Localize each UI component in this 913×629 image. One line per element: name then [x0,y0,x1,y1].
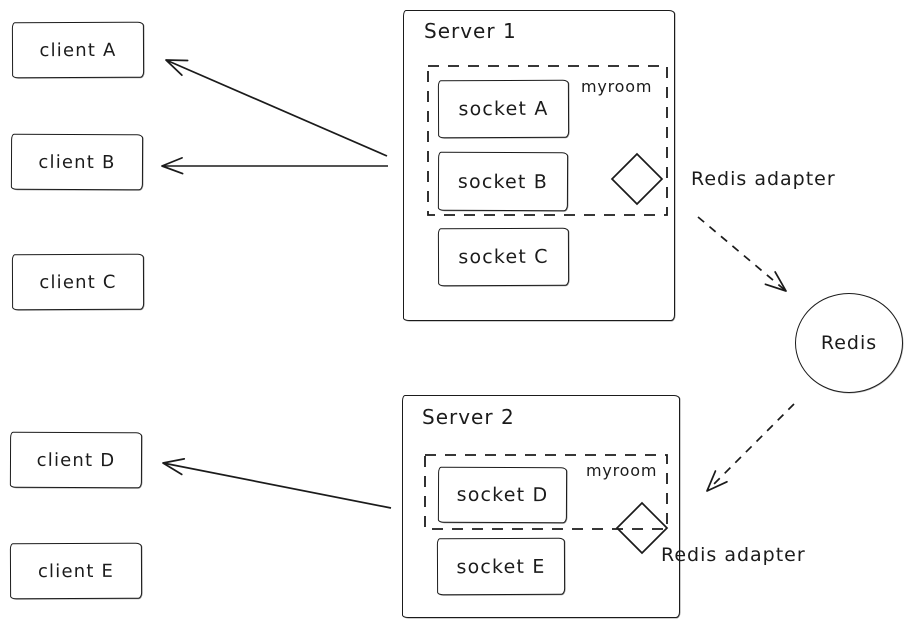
client-e-label: client E [37,560,115,582]
server1-title: Server 1 [424,19,517,43]
client-b-box: client B [10,133,144,191]
socket-d-box: socket D [437,466,568,524]
arrow-server1-to-client-a [165,59,388,157]
dashed-arrow-server1-adapter-to-redis [697,216,787,292]
server1-redis-adapter-label: Redis adapter [691,168,836,190]
socket-e-box: socket E [436,537,566,596]
client-a-label: client A [39,39,117,61]
socket-b-box: socket B [437,151,569,212]
client-c-label: client C [39,271,117,293]
client-d-label: client D [36,449,116,471]
client-a-box: client A [11,21,145,79]
client-b-label: client B [38,151,116,173]
client-e-box: client E [9,542,143,600]
socket-c-box: socket C [437,227,570,287]
server2-redis-adapter-label: Redis adapter [661,544,806,566]
redis-node: Redis [795,293,903,393]
dashed-arrow-redis-to-server2-adapter [706,403,795,492]
client-c-box: client C [11,253,145,311]
client-d-box: client D [9,431,143,489]
server2-myroom-label: myroom [586,461,658,480]
socket-a-label: socket A [458,97,549,121]
socket-b-label: socket B [457,170,549,193]
redis-label: Redis [820,332,878,354]
server1-myroom-label: myroom [581,77,653,96]
server2-title: Server 2 [422,405,515,429]
socket-e-label: socket E [456,555,546,578]
socket-d-label: socket D [456,483,549,507]
socket-a-box: socket A [437,79,570,139]
arrow-server2-to-client-d [162,458,392,509]
socket-c-label: socket C [458,245,549,269]
